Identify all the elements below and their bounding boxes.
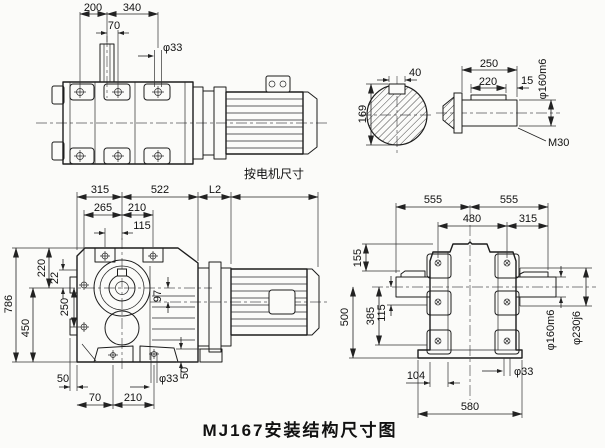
dim-label-155: 155 xyxy=(352,249,364,267)
dim-label-555-right: 555 xyxy=(500,194,518,206)
dim-label-250-front: 250 xyxy=(59,298,71,316)
dim-label-L2: L2 xyxy=(209,184,221,196)
dim-label-500: 500 xyxy=(339,308,351,326)
shaft-key xyxy=(470,94,507,101)
dim-label-115-front: 115 xyxy=(133,220,151,232)
shaft-right xyxy=(515,276,557,298)
dim-label-phi160-shaft: φ160m6 xyxy=(537,59,549,100)
dim-label-200: 200 xyxy=(84,2,102,14)
shaft-left xyxy=(395,276,431,298)
dim-label-265: 265 xyxy=(94,202,112,214)
dim-label-97: 97 xyxy=(152,290,164,302)
shaft-end-taper xyxy=(442,95,455,131)
dim-label-phi230: φ230j6 xyxy=(571,311,583,345)
motor-size-note: 按电机尺寸 xyxy=(244,167,304,181)
dim-label-580: 580 xyxy=(461,401,479,413)
mounting-holes-side-view xyxy=(434,259,511,345)
dim-label-104: 104 xyxy=(407,370,425,382)
dim-label-315-front: 315 xyxy=(91,184,109,196)
view-shaft-detail: 40 169 250 220 15 φ160m6 M30 xyxy=(357,58,569,154)
drawing-title: MJ167安装结构尺寸图 xyxy=(203,420,398,440)
dim-label-70: 70 xyxy=(108,20,120,32)
dim-label-385: 385 xyxy=(365,307,377,325)
dim-label-315-side: 315 xyxy=(519,213,537,225)
mounting-holes-top-view xyxy=(74,86,164,162)
dim-label-169: 169 xyxy=(357,105,369,123)
dim-label-210-bottom: 210 xyxy=(124,392,142,404)
dim-label-50-left: 50 xyxy=(57,373,69,385)
dim-label-786: 786 xyxy=(3,295,15,313)
dim-label-340: 340 xyxy=(123,2,141,14)
dim-label-210: 210 xyxy=(128,202,146,214)
dim-label-phi33-front: φ33 xyxy=(159,373,178,385)
dim-label-70-bottom: 70 xyxy=(89,392,101,404)
dim-label-555-left: 555 xyxy=(424,194,442,206)
dim-label-480: 480 xyxy=(463,213,481,225)
dim-label-220-front: 220 xyxy=(36,259,48,277)
dim-label-450: 450 xyxy=(20,319,32,337)
view-side: 555 555 480 315 155 385 115 500 104 580 … xyxy=(339,194,596,418)
dim-label-220-shaft: 220 xyxy=(479,76,497,88)
dim-label-522: 522 xyxy=(151,184,169,196)
keyway-slot xyxy=(388,83,406,95)
dim-label-phi33-top: φ33 xyxy=(163,42,182,54)
dim-label-40: 40 xyxy=(409,67,421,79)
view-motor-top: 200 340 70 φ33 xyxy=(36,2,328,165)
dim-label-phi33-side: φ33 xyxy=(514,366,533,378)
dim-label-22: 22 xyxy=(49,272,61,284)
bore-keyway xyxy=(117,268,127,277)
view-front: 315 522 L2 按电机尺寸 265 210 115 786 450 220… xyxy=(3,167,330,409)
shaft-right-key xyxy=(519,271,549,277)
dim-label-15: 15 xyxy=(521,75,533,87)
dim-label-250: 250 xyxy=(480,58,498,70)
terminal-box-top xyxy=(265,75,291,93)
dim-label-115-side: 115 xyxy=(376,304,388,322)
dim-label-phi160-side: φ160m6 xyxy=(545,310,557,351)
dim-label-M30: M30 xyxy=(548,137,569,149)
terminal-box-front xyxy=(268,289,296,315)
dim-label-50-right: 50 xyxy=(179,367,191,379)
mounting-holes-front-view xyxy=(79,251,159,360)
shaft-left-key xyxy=(400,270,426,277)
